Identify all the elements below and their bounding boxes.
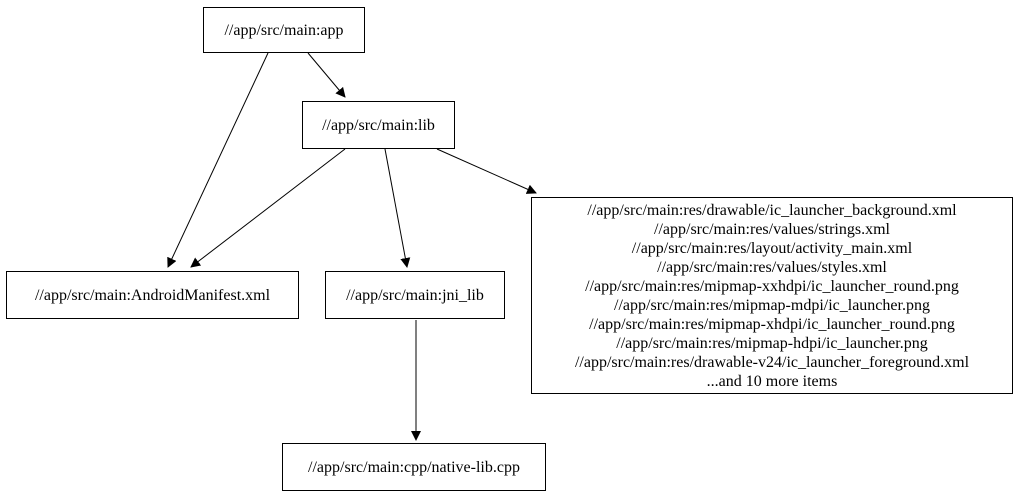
graph-node-jni-lib: //app/src/main:jni_lib: [325, 271, 505, 319]
edge-app-to-lib: [307, 52, 346, 98]
graph-node-lib: //app/src/main:lib: [302, 101, 455, 149]
graph-node-app: //app/src/main:app: [203, 7, 365, 53]
edge-lib-to-jni-lib: [384, 148, 411, 268]
edge-app-to-manifest: [167, 52, 269, 268]
edge-lib-to-manifest: [190, 148, 346, 268]
graph-node-native-lib-cpp: //app/src/main:cpp/native-lib.cpp: [282, 443, 546, 491]
graph-node-resources: //app/src/main:res/drawable/ic_launcher_…: [531, 197, 1013, 394]
graph-node-android-manifest: //app/src/main:AndroidManifest.xml: [6, 271, 299, 319]
edge-lib-to-resources: [436, 148, 537, 194]
